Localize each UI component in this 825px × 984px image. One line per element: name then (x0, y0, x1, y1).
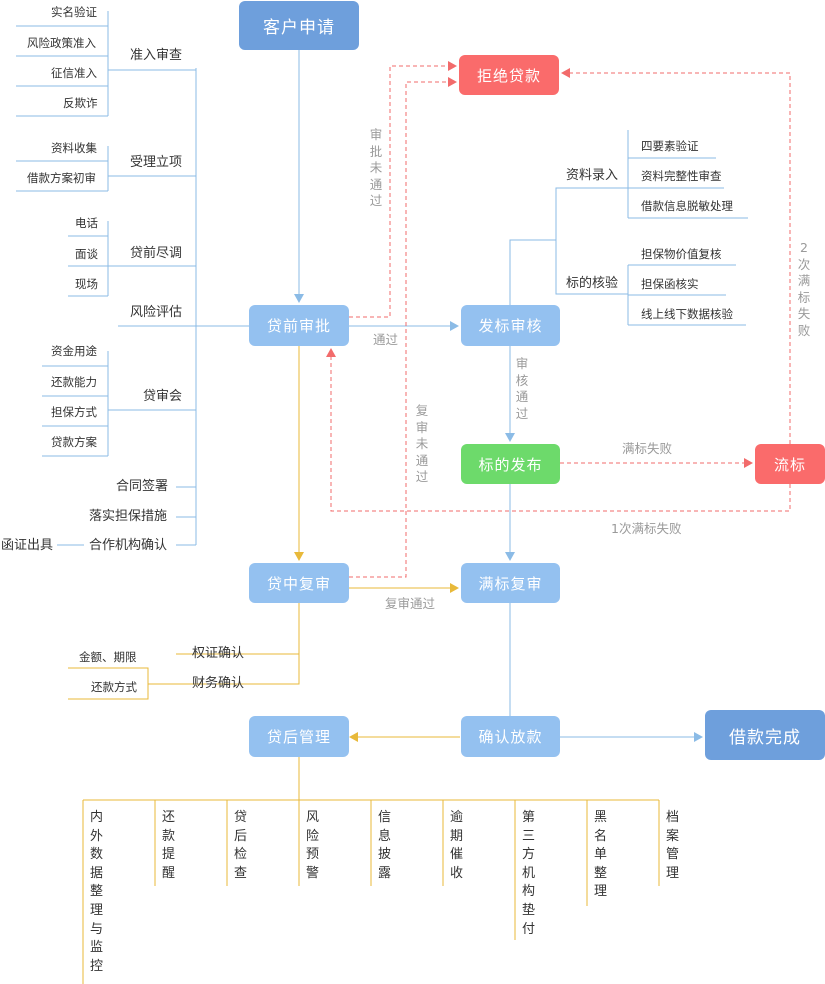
label-contract-signing: 合同签署 (116, 479, 169, 494)
node-label: 标的发布 (478, 455, 543, 474)
item-fund-usage: 资金用途 (51, 344, 97, 358)
node-loan-complete: 借款完成 (705, 710, 825, 760)
node-mid-review: 贷中复审 (249, 563, 349, 603)
item-credit-admission: 征信准入 (51, 66, 97, 80)
item-repayment-method: 还款方式 (91, 680, 137, 694)
item-four-element-verification: 四要素验证 (641, 139, 699, 153)
post-item-post-loan-check: 贷后检查 (233, 810, 247, 881)
item-data-collection: 资料收集 (51, 141, 97, 155)
node-label: 借款完成 (729, 727, 801, 748)
edge-label-first-full-bid-fail: 1次满标失败 (611, 521, 682, 536)
node-label: 流标 (773, 455, 806, 474)
edge-label-recheck-not-pass: 复审未通过 (415, 403, 429, 484)
label-guarantee-implementation: 落实担保措施 (89, 509, 168, 524)
edge-label-recheck-pass: 复审通过 (385, 596, 436, 611)
node-label: 发标审核 (478, 317, 543, 335)
item-loan-plan: 贷款方案 (51, 435, 97, 449)
node-label: 确认放款 (478, 728, 543, 746)
item-guarantee-method: 担保方式 (51, 405, 97, 419)
post-item-repayment-reminder: 还款提醒 (161, 810, 175, 881)
node-label: 贷后管理 (266, 728, 331, 746)
node-pre-approval: 贷前审批 (249, 305, 349, 346)
post-item-archive-management: 档案管理 (665, 810, 679, 881)
edge-label-second-full-bid-fail: 2次满标失败 (797, 240, 811, 338)
label-confirmation-letter: 函证出具 (1, 538, 54, 553)
label-due-diligence: 贷前尽调 (130, 246, 183, 261)
node-label: 满标复审 (478, 574, 543, 593)
item-real-name-verification: 实名验证 (51, 5, 97, 19)
post-item-overdue-collection: 逾期催收 (449, 810, 463, 881)
node-customer-apply: 客户申请 (239, 1, 359, 50)
item-anti-fraud: 反欺诈 (63, 96, 98, 110)
post-item-third-party-advance: 第三方机构垫付 (521, 810, 535, 937)
label-bid-verification: 标的核验 (566, 276, 619, 291)
post-item-blacklist: 黑名单整理 (593, 810, 607, 900)
node-bid-failed: 流标 (755, 444, 825, 484)
node-label: 贷中复审 (266, 574, 331, 593)
item-onsite: 现场 (75, 277, 98, 291)
item-online-offline-data-check: 线上线下数据核验 (641, 307, 733, 321)
label-partner-confirmation: 合作机构确认 (89, 538, 168, 553)
node-label: 客户申请 (263, 18, 335, 38)
item-repayment-ability: 还款能力 (51, 375, 97, 389)
label-loan-committee: 贷审会 (143, 389, 183, 404)
item-data-completeness-review: 资料完整性审查 (641, 169, 722, 183)
item-risk-policy-admission: 风险政策准入 (27, 36, 96, 50)
item-collateral-value-recheck: 担保物价值复核 (641, 247, 722, 261)
label-admission-review: 准入审查 (130, 48, 183, 63)
item-loan-info-desensitization: 借款信息脱敏处理 (641, 199, 733, 213)
edge-label-approval-not-pass: 审批未通过 (369, 127, 383, 208)
node-bid-review: 发标审核 (461, 305, 560, 346)
edge-label-full-bid-fail: 满标失败 (622, 441, 673, 456)
post-item-data-monitoring: 内外数据整理与监控 (89, 810, 103, 974)
label-risk-assessment: 风险评估 (130, 305, 183, 320)
item-loan-plan-prereview: 借款方案初审 (27, 171, 96, 185)
edge-label-review-pass: 审核通过 (515, 356, 529, 421)
edge-label-pass: 通过 (373, 332, 399, 347)
item-guarantee-letter-check: 担保函核实 (641, 277, 699, 291)
item-amount-term: 金额、期限 (79, 650, 137, 664)
label-rights-confirmation: 权证确认 (192, 646, 245, 661)
label-finance-confirmation: 财务确认 (192, 676, 245, 691)
node-full-review: 满标复审 (461, 563, 560, 603)
node-post-loan-management: 贷后管理 (249, 716, 349, 757)
label-data-entry: 资料录入 (566, 168, 619, 183)
item-phone: 电话 (75, 216, 98, 230)
label-acceptance: 受理立项 (130, 155, 183, 170)
node-label: 贷前审批 (266, 317, 331, 335)
node-confirm-loan: 确认放款 (461, 716, 560, 757)
post-item-info-disclosure: 信息披露 (377, 810, 391, 881)
item-interview: 面谈 (75, 247, 98, 261)
node-bid-publish: 标的发布 (461, 444, 560, 484)
node-reject-loan: 拒绝贷款 (459, 55, 559, 95)
node-label: 拒绝贷款 (476, 66, 541, 85)
post-item-risk-warning: 风险预警 (305, 810, 319, 881)
